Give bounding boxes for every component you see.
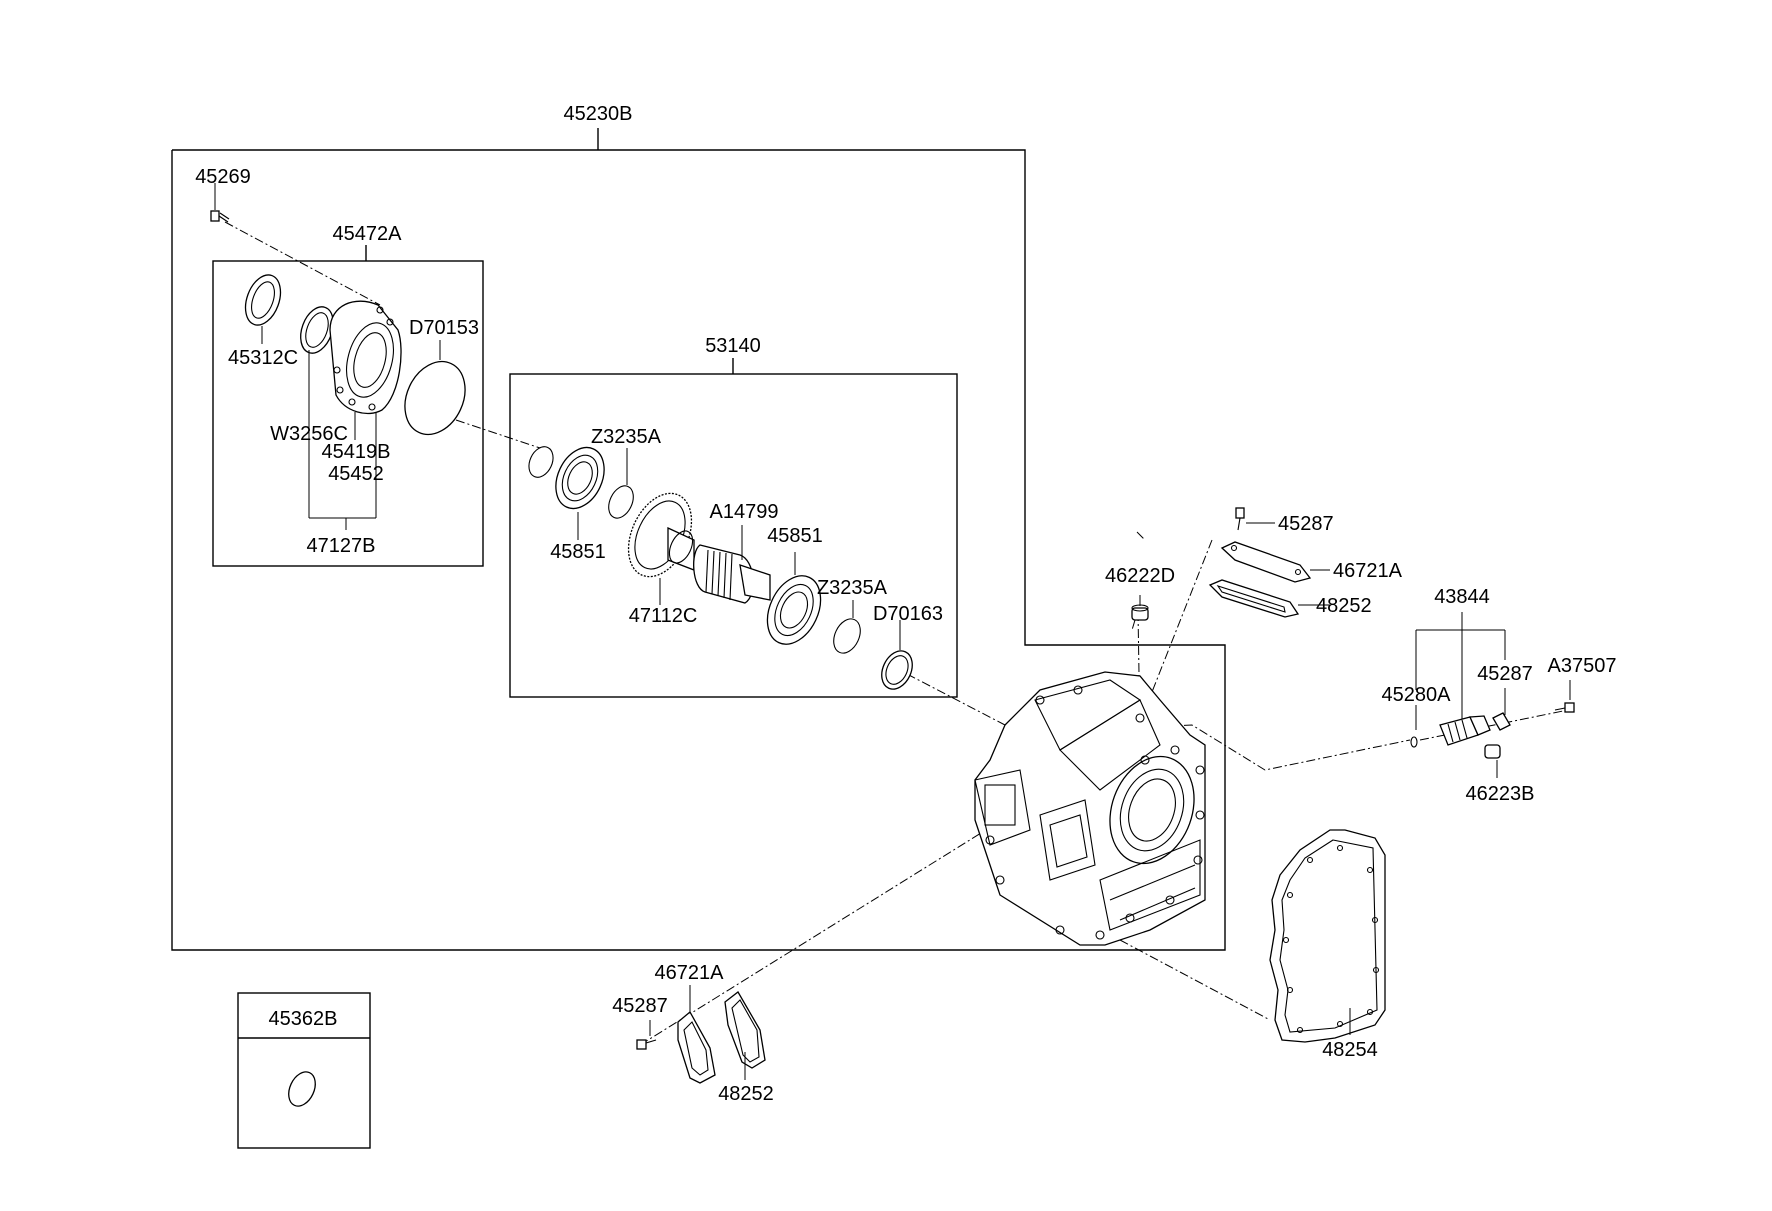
cover-46721A-bottom-shape <box>677 985 716 1084</box>
bolt-45287-top-shape <box>1235 507 1275 531</box>
label-45269: 45269 <box>195 166 251 188</box>
ring-Z3235A-1b-shape <box>608 448 634 519</box>
sensor-43844-bracket <box>1415 612 1506 730</box>
label-45851-2: 45851 <box>767 525 823 547</box>
label-W3256C: W3256C <box>270 423 348 445</box>
label-45230B: 45230B <box>564 103 633 125</box>
label-48252-bottom: 48252 <box>718 1083 774 1105</box>
pump-housing-45419B-shape <box>329 300 402 518</box>
label-47112C: 47112C <box>629 605 698 627</box>
label-Z3235A-2: Z3235A <box>817 577 888 599</box>
frame-45472A <box>212 260 484 567</box>
label-D70153: D70153 <box>409 317 479 339</box>
label-45287-bottom: 45287 <box>612 995 668 1017</box>
gasket-48254-shape <box>1269 829 1386 1043</box>
ring-Z3235A-2-shape <box>833 600 861 654</box>
label-45287-top: 45287 <box>1278 513 1334 535</box>
oring-45362B-shape <box>288 1071 316 1107</box>
bolt-A37507-shape <box>1554 680 1575 713</box>
oring-D70163-shape <box>881 620 913 690</box>
label-45362B: 45362B <box>269 1008 338 1030</box>
label-45280A: 45280A <box>1382 684 1452 706</box>
oring-45280A-shape <box>1410 736 1418 748</box>
part-labels: 45230B 45269 45472A 45312C D70153 W3256C… <box>195 103 1616 1105</box>
seal-45312C-shape <box>244 274 282 344</box>
bearing-45851-2-shape <box>766 552 822 645</box>
label-45452: 45452 <box>328 463 384 485</box>
oring-D70153-shape <box>404 340 466 436</box>
label-45851-1: 45851 <box>550 541 606 563</box>
label-43844: 43844 <box>1434 586 1490 608</box>
label-46721A-top: 46721A <box>1333 560 1403 582</box>
label-Z3235A-1: Z3235A <box>591 426 662 448</box>
label-A37507: A37507 <box>1548 655 1617 677</box>
shaft-A14799-shape <box>693 525 771 604</box>
cover-46721A-top-shape <box>1220 541 1330 583</box>
bearing-45851-1-shape <box>555 446 605 540</box>
label-A14799: A14799 <box>710 501 779 523</box>
bolt-45269-shape <box>210 183 230 223</box>
label-47127B: 47127B <box>307 535 376 557</box>
frame-45230B <box>171 128 1226 951</box>
plug-46223B-shape <box>1484 744 1501 778</box>
label-45312C: 45312C <box>228 347 298 369</box>
sensor-43844-shape <box>1439 715 1491 746</box>
gasket-48252-top-shape <box>1208 579 1330 618</box>
label-53140: 53140 <box>705 335 761 357</box>
bolt-45287-right-shape <box>1492 712 1511 731</box>
label-45419B: 45419B <box>322 441 391 463</box>
label-46721A-bottom: 46721A <box>655 962 725 984</box>
label-48252-top: 48252 <box>1316 595 1372 617</box>
gasket-48252-bottom-shape <box>724 991 766 1080</box>
label-D70163: D70163 <box>873 603 943 625</box>
ring-Z3235A-1-shape <box>528 446 554 478</box>
gear-47112C-shape <box>627 492 695 605</box>
label-45472A: 45472A <box>333 223 403 245</box>
plug-46222D-shape <box>1131 595 1149 621</box>
label-48254: 48254 <box>1322 1039 1378 1061</box>
label-46222D: 46222D <box>1105 565 1175 587</box>
frame-53140 <box>509 373 958 698</box>
label-45287-right: 45287 <box>1477 663 1533 685</box>
label-46223B: 46223B <box>1466 783 1535 805</box>
transmission-housing-shape <box>974 671 1206 946</box>
bolt-45287-bottom-shape <box>636 1020 657 1050</box>
frame-45362B <box>237 992 371 1149</box>
